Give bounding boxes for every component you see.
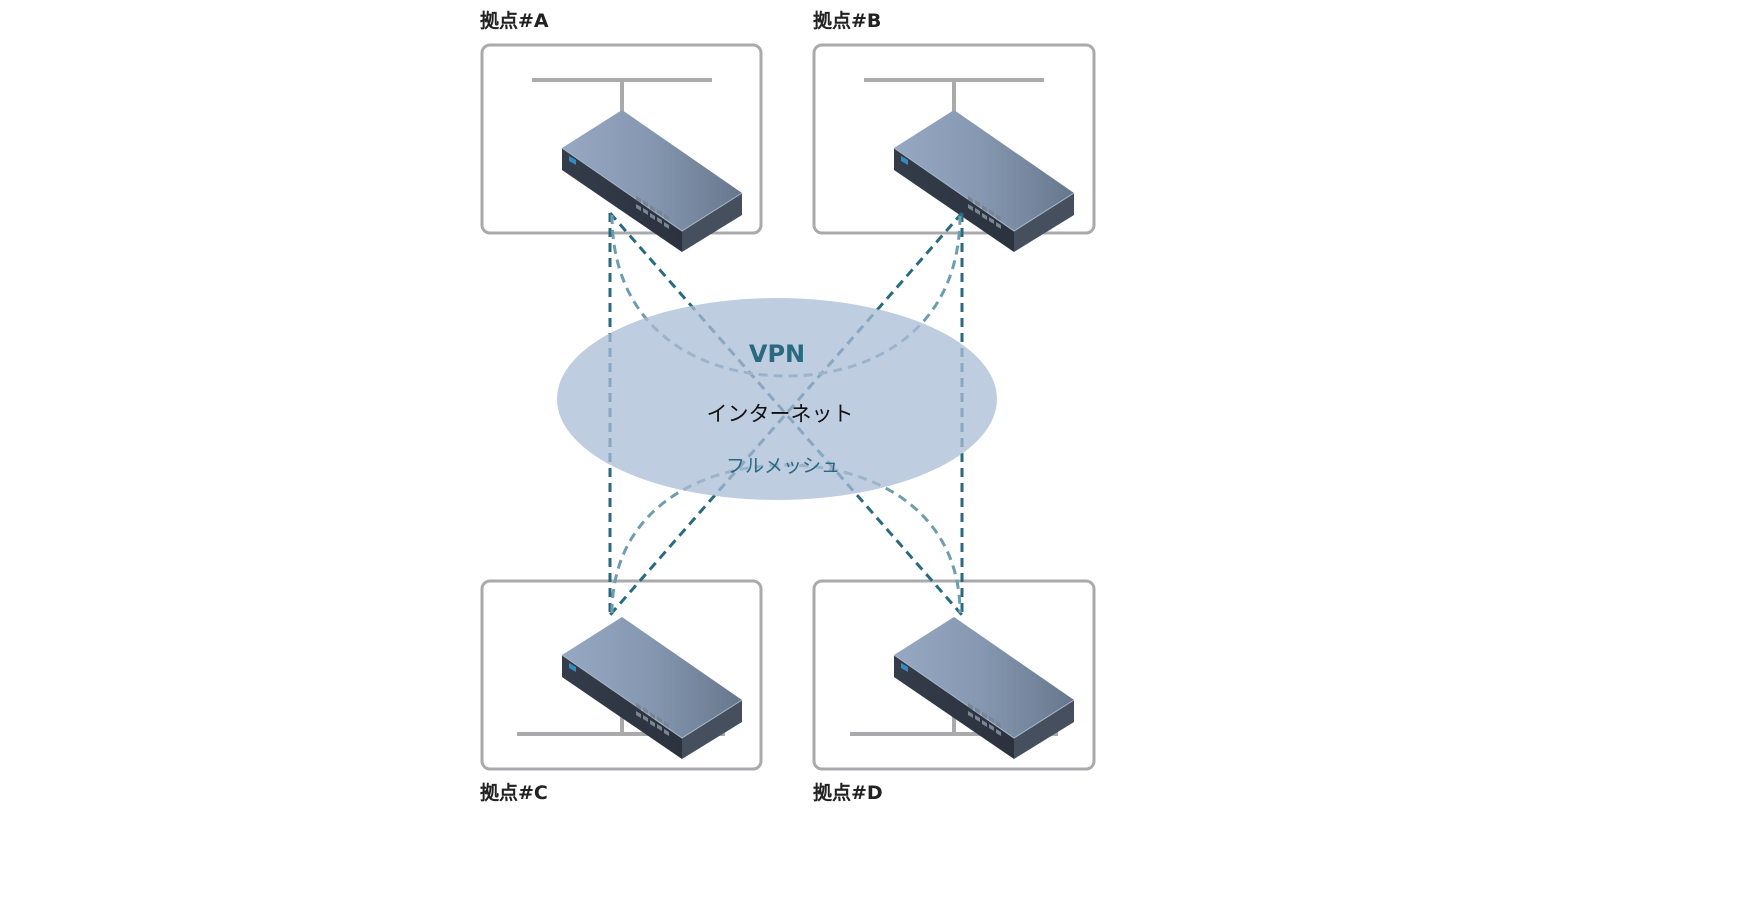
site-label-c: 拠点#C	[480, 781, 548, 804]
site-box-c	[480, 579, 763, 771]
site-label-a: 拠点#A	[480, 9, 549, 32]
network-switch-icon	[893, 616, 1075, 760]
site-box-d	[812, 579, 1096, 771]
network-switch-icon	[893, 109, 1075, 253]
site-label-d: 拠点#D	[813, 781, 883, 804]
network-switch-icon	[561, 616, 743, 760]
site-box-a	[480, 43, 763, 253]
link-a-b	[610, 214, 962, 378]
internet-label: インターネット	[707, 402, 854, 426]
vpn-title: VPN	[749, 340, 805, 368]
site-box-b	[812, 43, 1096, 253]
site-label-b: 拠点#B	[813, 9, 881, 32]
network-switch-icon	[561, 109, 743, 253]
internet-cloud	[557, 298, 997, 500]
full-mesh-label: フルメッシュ	[726, 455, 840, 477]
